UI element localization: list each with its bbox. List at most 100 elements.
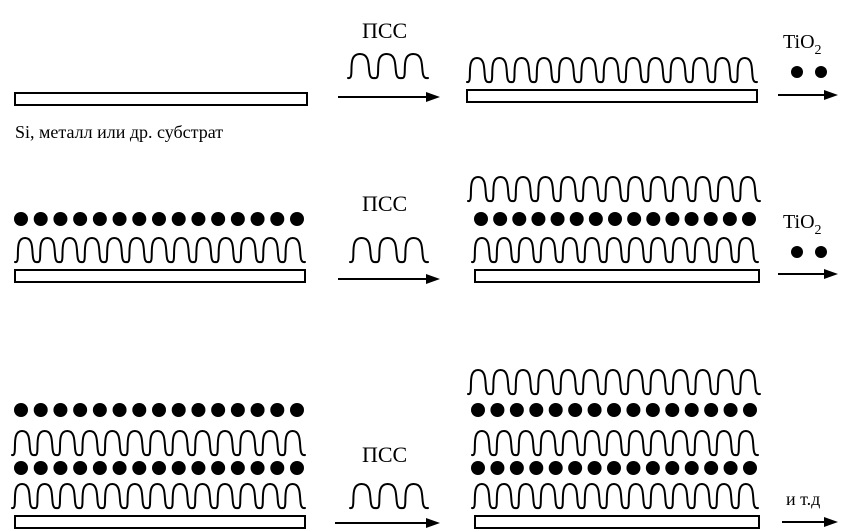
- tio2-particle: [73, 212, 88, 226]
- tio2-particle: [568, 403, 583, 417]
- substrate-bar: [14, 269, 306, 283]
- tio2-particle: [608, 212, 622, 226]
- tio2-particle: [493, 212, 508, 226]
- tio2-particle: [627, 212, 642, 226]
- stage-6-third-polymer-layer: [467, 368, 761, 529]
- tio2-particle: [112, 461, 127, 475]
- tio2-particle: [703, 212, 718, 226]
- tio2-particle: [550, 212, 565, 226]
- tio2-particle: [645, 461, 660, 475]
- step-3-arrow: [338, 274, 440, 284]
- tio2-particle: [587, 461, 602, 475]
- substrate-bar: [474, 269, 760, 283]
- tio2-particle: [92, 212, 107, 226]
- stage-2-polymer-layer: [466, 56, 758, 103]
- tio2-particle: [490, 461, 505, 475]
- arrow-head: [426, 274, 440, 284]
- step-2-tio2-label: TiO2: [783, 31, 822, 58]
- stage-1-bare-substrate: [14, 92, 308, 106]
- arrow-head: [824, 269, 838, 279]
- substrate-bar: [474, 515, 760, 529]
- tio2-particle: [152, 461, 166, 475]
- tio2-particle: [53, 403, 68, 417]
- tio2-particle: [211, 461, 226, 475]
- step-4-arrow: [778, 269, 838, 279]
- substrate-caption: Si, металл или др. субстрат: [15, 122, 223, 142]
- tio2-particle: [14, 461, 28, 475]
- tio2-particle: [568, 461, 583, 475]
- tio2-particle: [33, 461, 48, 475]
- tio2-particle: [723, 461, 738, 475]
- tio2-particle: [509, 461, 524, 475]
- tio2-particle: [665, 212, 680, 226]
- polymer-coil: [11, 429, 306, 456]
- tio2-particle: [626, 461, 641, 475]
- tio2-particle: [14, 212, 28, 226]
- tio2-particle: [548, 461, 563, 475]
- polymer-coil: [471, 236, 759, 263]
- tio2-particle: [270, 403, 285, 417]
- tio2-particle: [684, 461, 699, 475]
- polymer-coil: [467, 368, 761, 395]
- step-1-polymer: ПСС: [338, 18, 440, 102]
- tio2-particle: [250, 403, 265, 417]
- tio2-particle: [270, 461, 285, 475]
- tio2-particle: [509, 403, 524, 417]
- step-5-polymer-coil-icon: [349, 482, 429, 509]
- tio2-particle: [665, 403, 680, 417]
- tio2-particle: [626, 403, 641, 417]
- substrate-bar: [466, 89, 758, 103]
- tio2-particle: [607, 403, 621, 417]
- tio2-particle: [607, 461, 621, 475]
- tio2-particle: [684, 403, 699, 417]
- tio2-particle: [474, 212, 488, 226]
- tio2-particle: [548, 403, 563, 417]
- step-5-arrow: [335, 518, 440, 528]
- tio2-particle: [743, 461, 757, 475]
- tio2-particle: [471, 461, 485, 475]
- step-3-polymer: ПСС: [338, 191, 440, 284]
- tio2-particle: [704, 461, 719, 475]
- tio2-particle: [132, 403, 147, 417]
- tio2-particle: [14, 403, 28, 417]
- step-5-polymer-label: ПСС: [362, 442, 407, 467]
- step-2-tio2-particles-icon: [791, 66, 827, 78]
- tio2-particle: [512, 212, 527, 226]
- tio2-particle: [132, 461, 147, 475]
- tio2-particle: [230, 461, 245, 475]
- tio2-particle: [723, 403, 738, 417]
- tio2-particle: [112, 403, 127, 417]
- tio2-particle: [290, 461, 304, 475]
- tio2-particle: [815, 66, 827, 78]
- step-2-tio2: TiO2: [778, 31, 838, 100]
- tio2-particle: [230, 403, 245, 417]
- tio2-particle: [587, 403, 602, 417]
- polymer-coil: [471, 429, 759, 456]
- tio2-particle: [191, 461, 206, 475]
- tio2-particle: [791, 246, 803, 258]
- tio2-particle: [588, 212, 603, 226]
- tio2-particle: [230, 212, 245, 226]
- tio2-particle: [191, 403, 206, 417]
- tio2-particle: [152, 403, 166, 417]
- tio2-particle: [791, 66, 803, 78]
- step-3-polymer-coil-icon: [349, 236, 429, 263]
- tio2-particle: [742, 212, 756, 226]
- tio2-particle: [171, 461, 186, 475]
- polymer-coil: [349, 236, 429, 263]
- polymer-coil: [471, 482, 759, 509]
- stage-5-second-particle-layer: [11, 403, 306, 529]
- step-2-arrow: [778, 90, 838, 100]
- tio2-particle: [704, 403, 719, 417]
- polymer-coil: [466, 56, 758, 83]
- tio2-particle: [191, 212, 206, 226]
- tio2-particle: [250, 212, 265, 226]
- tio2-particle: [171, 212, 186, 226]
- tio2-particle: [73, 403, 88, 417]
- polymer-coil: [347, 52, 429, 79]
- tio2-particle: [531, 212, 546, 226]
- tio2-particle: [743, 403, 757, 417]
- tio2-particle: [112, 212, 127, 226]
- step-1-polymer-coil-icon: [347, 52, 429, 79]
